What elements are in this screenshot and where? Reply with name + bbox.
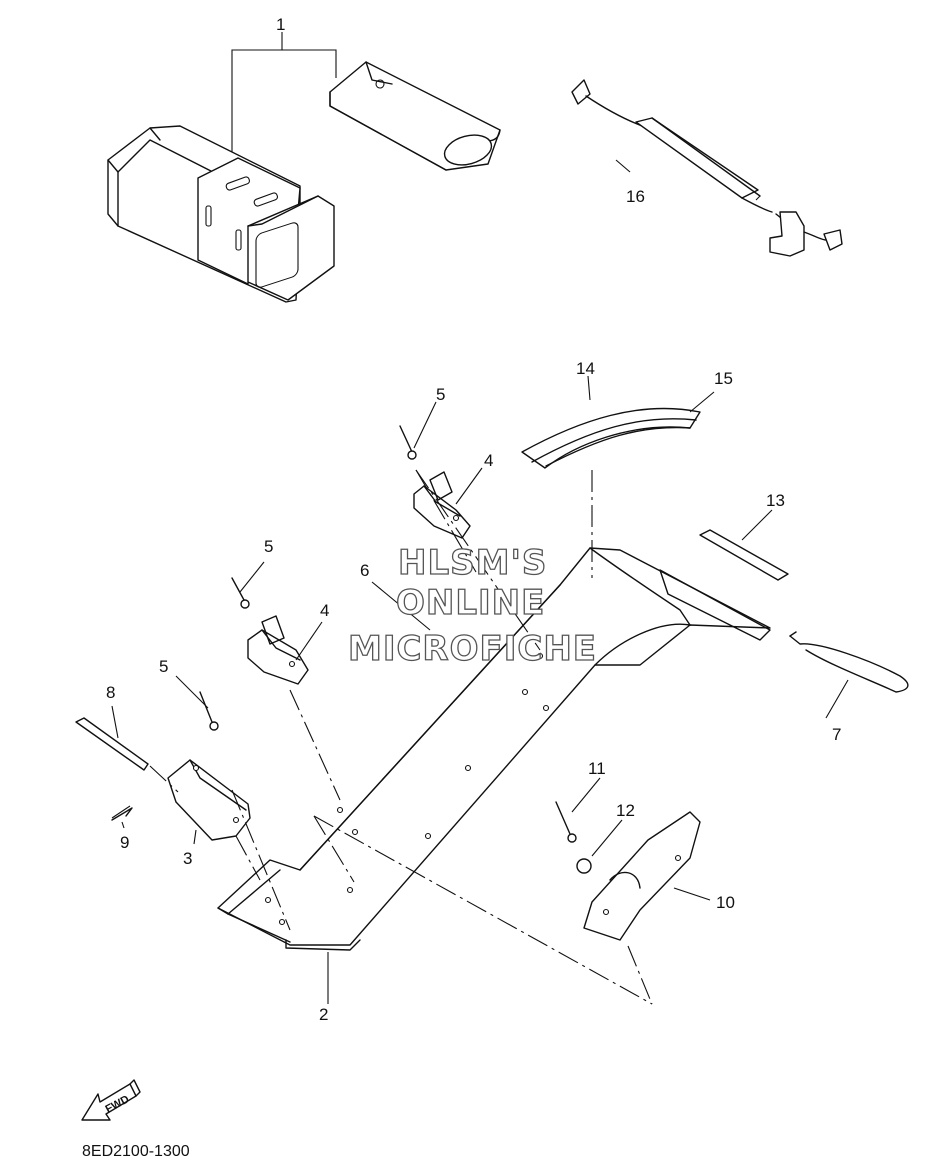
part-11-screw	[555, 801, 577, 843]
callout-12: 12	[616, 801, 635, 820]
part-4-clips	[247, 471, 471, 685]
callout-6: 6	[360, 561, 369, 580]
part-16-cable	[571, 79, 843, 257]
part-14-15-pads	[521, 407, 701, 469]
callout-16: 16	[626, 187, 645, 206]
callout-2: 2	[319, 1005, 328, 1024]
part-12-grommet	[576, 858, 592, 874]
callout-labels: 1 2 3 4 4 5 5 5 6 7 8 9 10 11 12 13 14 1…	[106, 15, 841, 1024]
callout-5b: 5	[264, 537, 273, 556]
alignment-lines	[111, 469, 653, 1005]
callout-1: 1	[276, 15, 285, 34]
watermark: HLSM'S ONLINE MICROFICHE	[347, 542, 597, 669]
callout-4a: 4	[484, 451, 493, 470]
watermark-line-1: HLSM'S	[398, 543, 547, 583]
fwd-arrow-icon: FWD	[81, 1079, 141, 1121]
callout-10: 10	[716, 893, 735, 912]
part-10-bracket	[583, 811, 701, 941]
callout-4b: 4	[320, 601, 329, 620]
watermark-line-2: ONLINE	[396, 583, 545, 623]
callout-5a: 5	[436, 385, 445, 404]
callout-14: 14	[576, 359, 595, 378]
part-13-strip	[699, 529, 789, 581]
part-3-hinge	[167, 759, 251, 841]
callout-15: 15	[714, 369, 733, 388]
part-8-pin	[75, 717, 149, 771]
callout-11: 11	[588, 759, 606, 778]
watermark-line-3: MICROFICHE	[348, 629, 597, 669]
callout-5c: 5	[159, 657, 168, 676]
part-7-rod	[789, 631, 909, 693]
leader-lines	[111, 159, 849, 1004]
diagram-code: 8ED2100-1300	[82, 1143, 190, 1160]
callout-9: 9	[120, 833, 129, 852]
part-2-under-cover	[217, 547, 771, 951]
callout-13: 13	[766, 491, 785, 510]
callout-7: 7	[832, 725, 841, 744]
part-5-rivets	[199, 425, 417, 731]
callout-8: 8	[106, 683, 115, 702]
callout-3: 3	[183, 849, 192, 868]
part-1-tool-kit	[107, 32, 501, 303]
part-9-cotter	[111, 807, 133, 821]
